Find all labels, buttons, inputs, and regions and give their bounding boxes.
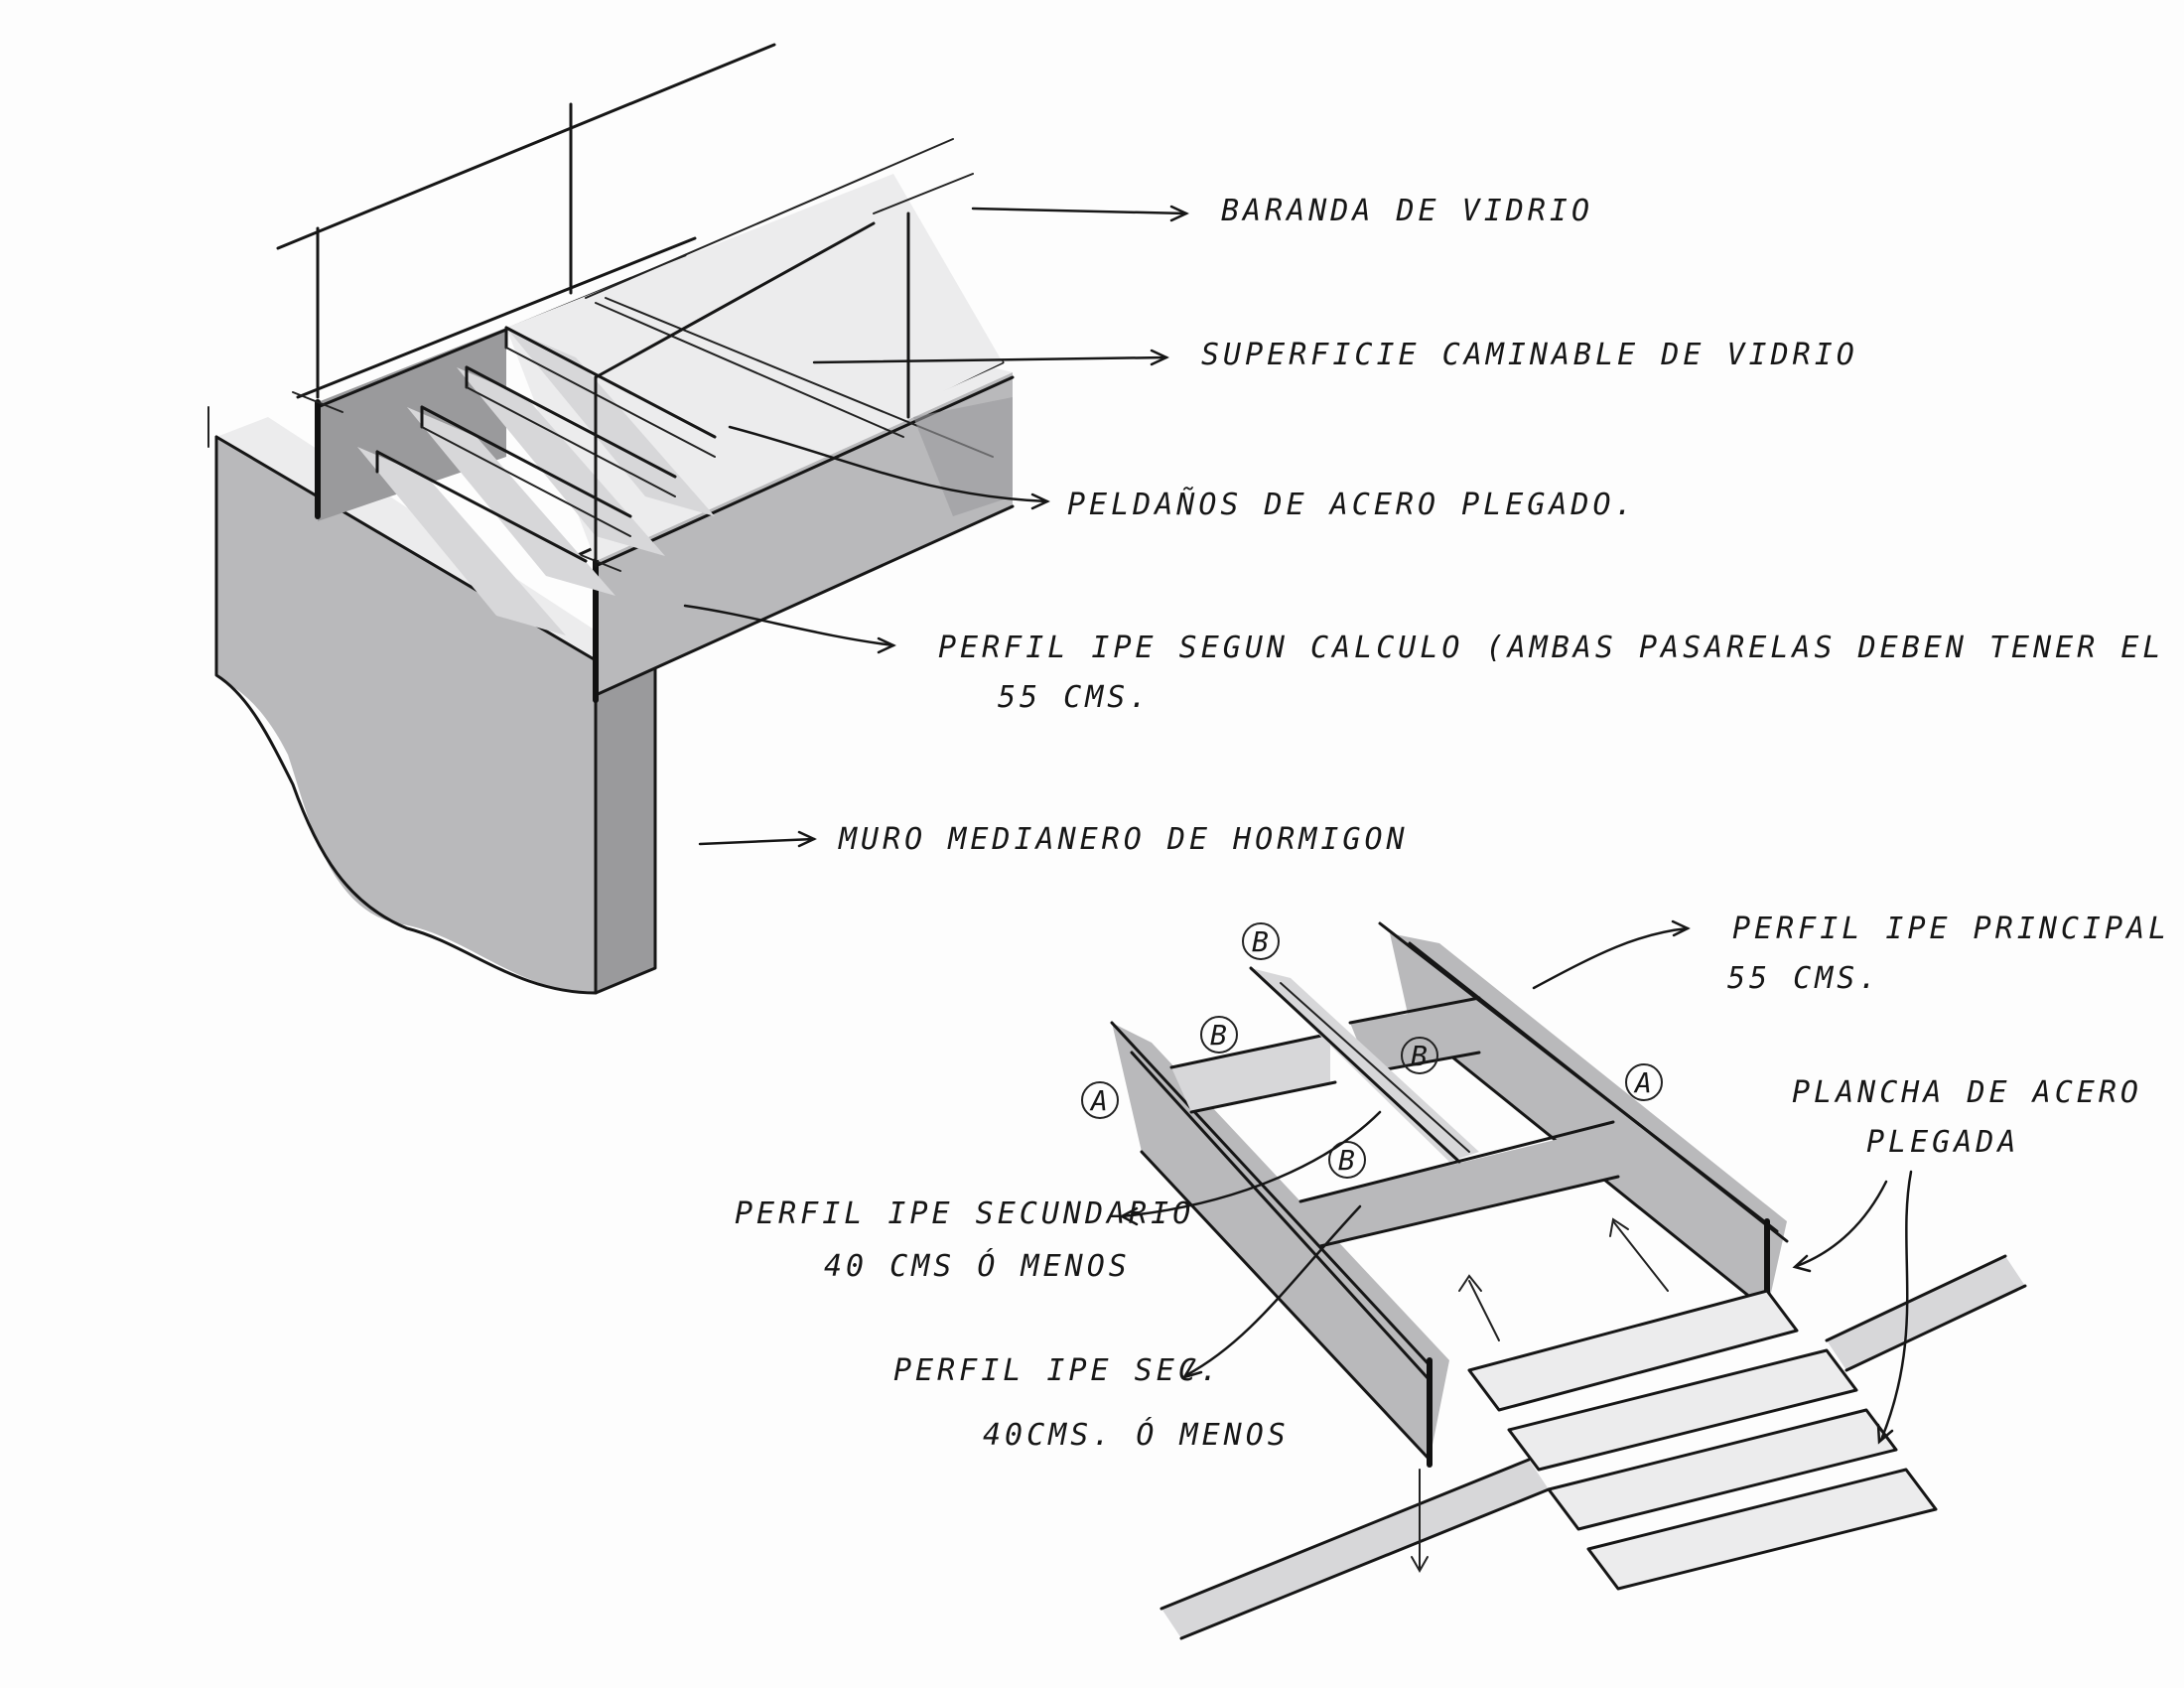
label-secundario-2: 40 CMS Ó MENOS — [824, 1247, 1131, 1284]
label-peldanos: PELDAÑOS DE ACERO PLEGADO. — [1067, 487, 1637, 522]
folded-steel-plate-steps — [1467, 1289, 1938, 1591]
ipe-secondary-beam-b4 — [1251, 968, 1479, 1162]
ipe-main-beam-a-right — [1390, 933, 1787, 1311]
callout-a-2: A — [1633, 1066, 1652, 1099]
callout-a-1: A — [1089, 1084, 1108, 1117]
label-muro: MURO MEDIANERO DE HORMIGON — [838, 822, 1409, 857]
callout-b-2: B — [1210, 1019, 1227, 1052]
concrete-wall-side — [596, 635, 655, 993]
ipe-beam-rear — [318, 328, 506, 521]
label-baranda: BARANDA DE VIDRIO — [1221, 194, 1593, 228]
bottom-sketch — [1081, 919, 2027, 1640]
top-sketch — [207, 43, 1189, 995]
floor-ledge — [1161, 1460, 1549, 1638]
folded-steel-steps — [357, 326, 717, 635]
concrete-wall-front — [216, 437, 596, 993]
label-perfil-principal: PERFIL IPE PRINCIPAL — [1732, 912, 2170, 946]
bottom-leaders — [1119, 919, 1913, 1445]
ipe-beam-front — [596, 372, 1013, 695]
callout-b-3: B — [1411, 1040, 1428, 1072]
callout-b-1: B — [1252, 925, 1269, 958]
label-perfil-ipe-calculo: PERFIL IPE SEGUN CALCULO (AMBAS PASARELA… — [938, 631, 2184, 665]
label-perfil-principal-dim: 55 CMS. — [1727, 961, 1880, 996]
callout-b-4: B — [1338, 1144, 1355, 1177]
floor-ledge-right — [1827, 1256, 2025, 1370]
label-sec-1: PERFIL IPE SEC. — [893, 1353, 1222, 1388]
ipe-main-beam-a-left — [1112, 1023, 1449, 1460]
glass-railing — [276, 43, 974, 568]
label-perfil-ipe-calculo-dim: 55 CMS. — [998, 680, 1151, 715]
ipe-secondary-beam-b3 — [1300, 1127, 1618, 1246]
label-superficie: SUPERFICIE CAMINABLE DE VIDRIO — [1201, 338, 1858, 372]
label-plancha-1: PLANCHA DE ACERO — [1792, 1075, 2142, 1110]
label-plancha-2: PLEGADA — [1866, 1125, 2019, 1160]
label-secundario-1: PERFIL IPE SECUNDARIO — [735, 1196, 1194, 1231]
ipe-secondary-beam-b1 — [1171, 1033, 1330, 1112]
top-leaders — [683, 205, 1189, 848]
callout-markers — [1081, 922, 1663, 1179]
label-sec-2: 40CMS. Ó MENOS — [983, 1416, 1290, 1453]
